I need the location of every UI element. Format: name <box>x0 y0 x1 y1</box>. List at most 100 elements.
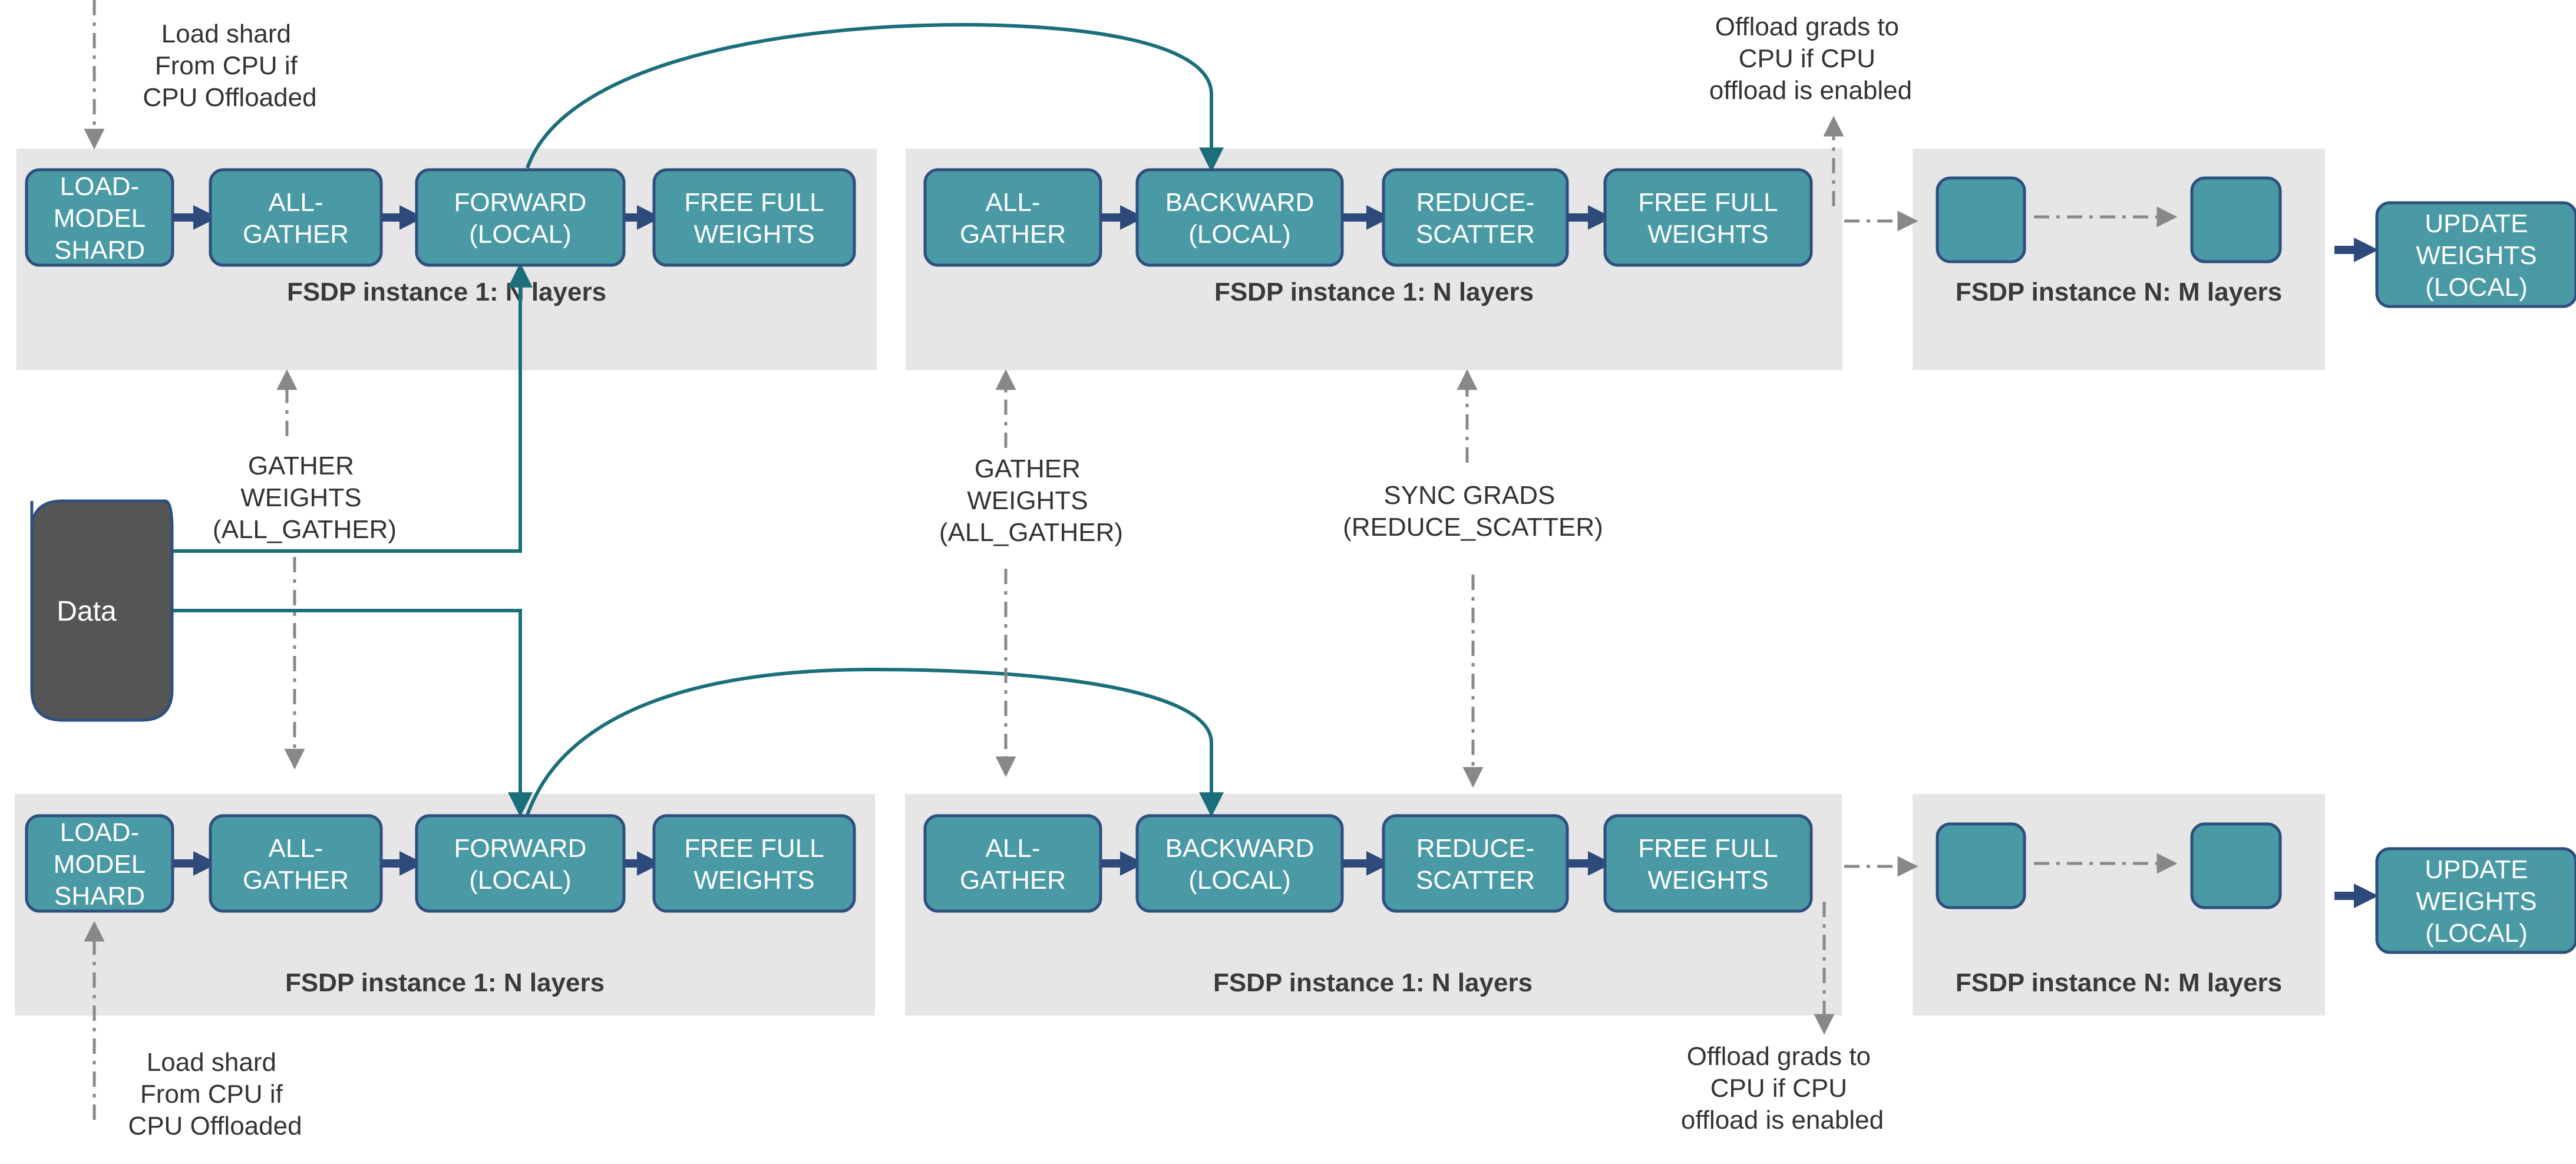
step-label-all-gather-row2: ALL- GATHER <box>243 834 349 895</box>
step-label-line: (LOCAL) <box>469 220 572 249</box>
offload-note-top: Offload grads to CPU if CPU offload is e… <box>1709 12 1912 105</box>
step-label-line: WEIGHTS <box>1647 866 1768 895</box>
step-label-line: UPDATE <box>2425 855 2528 884</box>
step-label-free-full-weights-row2: FREE FULL WEIGHTS <box>684 834 824 895</box>
panel-label-row2-instance-n: FSDP instance N: M layers <box>1956 968 2282 997</box>
step-label-all-gather-bwd-row2: ALL- GATHER <box>960 834 1066 895</box>
data-to-forward-row2-line <box>172 609 533 817</box>
step-label-line: WEIGHTS <box>2416 887 2537 916</box>
step-box-backward-local-row2 <box>1135 814 1344 913</box>
step-box-all-gather-bwd-row2 <box>923 814 1102 913</box>
step-box-backward-local-row1 <box>1135 168 1344 267</box>
step-label-reduce-scatter-row2: REDUCE-SCATTER <box>1416 834 1535 895</box>
annotation-notes: Load shard From CPU if CPU Offloaded Loa… <box>128 12 1912 1140</box>
step-label-line: FREE FULL <box>1638 834 1778 863</box>
step-label-line: BACKWARD <box>1165 188 1315 217</box>
step-box-free-full-weights-row1 <box>652 168 856 267</box>
step-label-line: REDUCE- <box>1416 188 1534 217</box>
gather-weights-note-mid: GATHER WEIGHTS (ALL_GATHER) <box>939 454 1123 547</box>
load-shard-note-bottom: Load shard From CPU if CPU Offloaded <box>128 1048 302 1140</box>
step-label-load-model-shard-row1: LOAD- MODEL SHARD <box>54 172 146 265</box>
step-box-all-gather-row1 <box>209 168 383 267</box>
step-label-forward-local-row1: FORWARD (LOCAL) <box>454 188 587 249</box>
step-label-all-gather-row1: ALL- GATHER <box>243 188 349 249</box>
sync-grads-note: SYNC GRADS (REDUCE_SCATTER) <box>1343 481 1603 542</box>
step-box-load-model-shard-row1 <box>25 168 174 267</box>
step-box-reduce-scatter-row1 <box>1382 168 1569 267</box>
step-box-instance-n-layer-a-row1 <box>1936 176 2026 263</box>
step-box-forward-local-row2 <box>415 814 626 913</box>
step-label-backward-local-row2: BACKWARD (LOCAL) <box>1165 834 1315 895</box>
step-label-line: WEIGHTS <box>693 866 814 895</box>
data-block: Data <box>30 499 174 722</box>
step-label-update-weights-local-row2: UPDATE WEIGHTS (LOCAL) <box>2416 855 2537 948</box>
gather-weights-note-left: GATHER WEIGHTS (ALL_GATHER) <box>213 451 397 544</box>
step-label-line: FREE FULL <box>1638 188 1778 217</box>
step-label-forward-local-row2: FORWARD (LOCAL) <box>454 834 587 895</box>
step-label-line: ALL- <box>269 188 323 217</box>
step-label-line: WEIGHTS <box>1647 220 1768 249</box>
step-box-free-full-weights-row2 <box>652 814 856 913</box>
step-label-line: FORWARD <box>454 834 587 863</box>
step-label-line: ALL- <box>986 834 1041 863</box>
step-label-free-full-weights-bwd-row1: FREE FULL WEIGHTS <box>1638 188 1778 249</box>
step-label-line: (LOCAL) <box>1188 866 1291 895</box>
step-label-line: GATHER <box>960 866 1066 895</box>
step-box-free-full-weights-bwd-row1 <box>1603 168 1813 267</box>
step-label-reduce-scatter-row1: REDUCE- SCATTER <box>1416 188 1535 249</box>
step-label-line: BACKWARD <box>1165 834 1315 863</box>
step-box-load-model-shard-row2 <box>25 814 174 913</box>
step-label-line: GATHER <box>243 866 349 895</box>
step-label-line: MODEL <box>54 850 146 879</box>
step-label-line: ALL- <box>269 834 323 863</box>
step-box-instance-n-layer-b-row2 <box>2190 822 2282 909</box>
step-label-line: GATHER <box>243 220 349 249</box>
data-shape <box>30 499 174 722</box>
panel-label-row1-forward: FSDP instance 1: N layers <box>287 278 606 306</box>
step-label-line: GATHER <box>960 220 1066 249</box>
step-label-line: SHARD <box>54 236 145 265</box>
step-box-free-full-weights-bwd-row2 <box>1603 814 1813 913</box>
step-box-update-weights-local-row2 <box>2375 847 2576 954</box>
panel-label-row1-backward: FSDP instance 1: N layers <box>1214 278 1534 306</box>
step-label-load-model-shard-row2: LOAD- MODEL SHARD <box>54 818 146 911</box>
step-label-line: SCATTER <box>1416 866 1535 895</box>
data-flow-lines <box>172 22 1224 817</box>
step-label-line: WEIGHTS <box>693 220 814 249</box>
step-label-all-gather-bwd-row1: ALL- GATHER <box>960 188 1066 249</box>
step-box-all-gather-bwd-row1 <box>923 168 1102 267</box>
step-label-line: MODEL <box>54 204 146 233</box>
step-label-line: UPDATE <box>2425 209 2528 238</box>
data-to-forward-row1-line <box>172 262 533 553</box>
step-label-line: (LOCAL) <box>469 866 572 895</box>
step-box-reduce-scatter-row2 <box>1382 814 1569 913</box>
step-label-line: LOAD- <box>60 818 139 847</box>
step-label-line: (LOCAL) <box>2425 919 2528 948</box>
forward-to-backward-row1-arc <box>526 22 1224 173</box>
step-label-line: FREE FULL <box>684 834 824 863</box>
annotation-arrows <box>84 0 2178 1120</box>
step-label-line: FREE FULL <box>684 188 824 217</box>
panel-label-row2-backward: FSDP instance 1: N layers <box>1213 968 1533 997</box>
step-label-line: SCATTER <box>1416 220 1535 249</box>
step-label-line: ALL- <box>986 188 1041 217</box>
step-label-free-full-weights-row1: FREE FULL WEIGHTS <box>684 188 824 249</box>
step-label-line: SHARD <box>54 882 145 911</box>
step-label-line: LOAD- <box>60 172 139 201</box>
panel-label-row1-instance-n: FSDP instance N: M layers <box>1956 278 2282 306</box>
step-box-forward-local-row1 <box>415 168 626 267</box>
panel-label-row2-forward: FSDP instance 1: N layers <box>285 968 605 997</box>
step-box-instance-n-layer-a-row2 <box>1936 822 2026 909</box>
step-box-all-gather-row2 <box>209 814 383 913</box>
offload-note-bottom: Offload grads to CPU if CPU offload is e… <box>1681 1042 1884 1135</box>
step-box-update-weights-local-row1 <box>2375 201 2576 308</box>
forward-to-backward-row2-arc <box>526 667 1224 817</box>
step-label-line: (LOCAL) <box>1188 220 1291 249</box>
step-label-backward-local-row1: BACKWARD (LOCAL) <box>1165 188 1315 249</box>
step-label-line: FORWARD <box>454 188 587 217</box>
step-label-line: (LOCAL) <box>2425 273 2528 302</box>
step-box-instance-n-layer-b-row1 <box>2190 176 2282 263</box>
